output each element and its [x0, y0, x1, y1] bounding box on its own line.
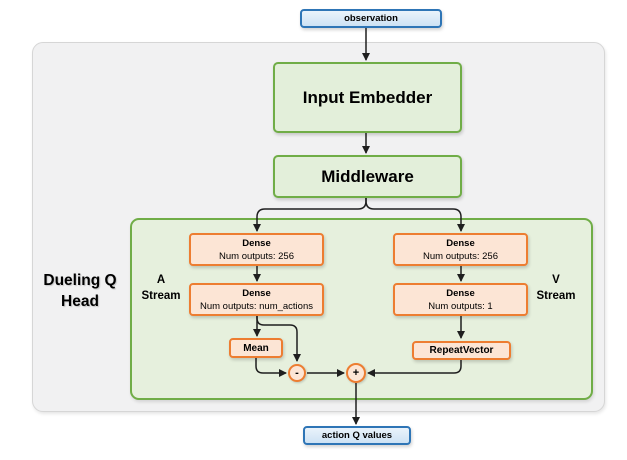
dense-a1-node: Dense Num outputs: 256 [189, 233, 324, 266]
action-q-values-label: action Q values [321, 430, 393, 441]
a-stream-label-line2: Stream [141, 290, 181, 302]
a-stream-label-line1: A [156, 274, 166, 286]
add-operator-node: + [346, 363, 366, 383]
dense-v2-node: Dense Num outputs: 1 [393, 283, 528, 316]
v-stream-label-line2: Stream [536, 290, 576, 302]
action-q-values-node: action Q values [303, 426, 411, 445]
input-embedder-node: Input Embedder [273, 62, 462, 133]
dueling-q-head-label-line2: Head [61, 293, 99, 310]
dense-v1-node: Dense Num outputs: 256 [393, 233, 528, 266]
v-stream-label-line1: V [552, 274, 560, 286]
dense-v1-subtitle: Num outputs: 256 [423, 250, 498, 262]
dense-v2-title: Dense [446, 287, 475, 299]
observation-label: observation [344, 13, 398, 24]
subtract-operator-label: - [295, 366, 299, 379]
repeat-vector-node: RepeatVector [412, 341, 511, 360]
observation-node: observation [300, 9, 442, 28]
dueling-q-head-label-line1: Dueling Q [43, 272, 117, 289]
middleware-label: Middleware [321, 166, 414, 186]
dense-a1-subtitle: Num outputs: 256 [219, 250, 294, 262]
dueling-q-head-label: Dueling Q Head [18, 270, 142, 312]
middleware-node: Middleware [273, 155, 462, 198]
input-embedder-label: Input Embedder [302, 87, 433, 107]
dense-v2-subtitle: Num outputs: 1 [428, 300, 493, 312]
dense-v1-title: Dense [446, 237, 475, 249]
a-stream-label: A Stream [131, 272, 191, 304]
v-stream-label: V Stream [526, 272, 586, 304]
mean-node: Mean [229, 338, 283, 358]
mean-label: Mean [243, 342, 269, 354]
add-operator-label: + [352, 366, 360, 379]
dense-a2-title: Dense [242, 287, 271, 299]
dense-a2-subtitle: Num outputs: num_actions [199, 300, 313, 312]
subtract-operator-node: - [288, 364, 306, 382]
repeat-vector-label: RepeatVector [429, 345, 494, 356]
dense-a2-node: Dense Num outputs: num_actions [189, 283, 324, 316]
dense-a1-title: Dense [242, 237, 271, 249]
